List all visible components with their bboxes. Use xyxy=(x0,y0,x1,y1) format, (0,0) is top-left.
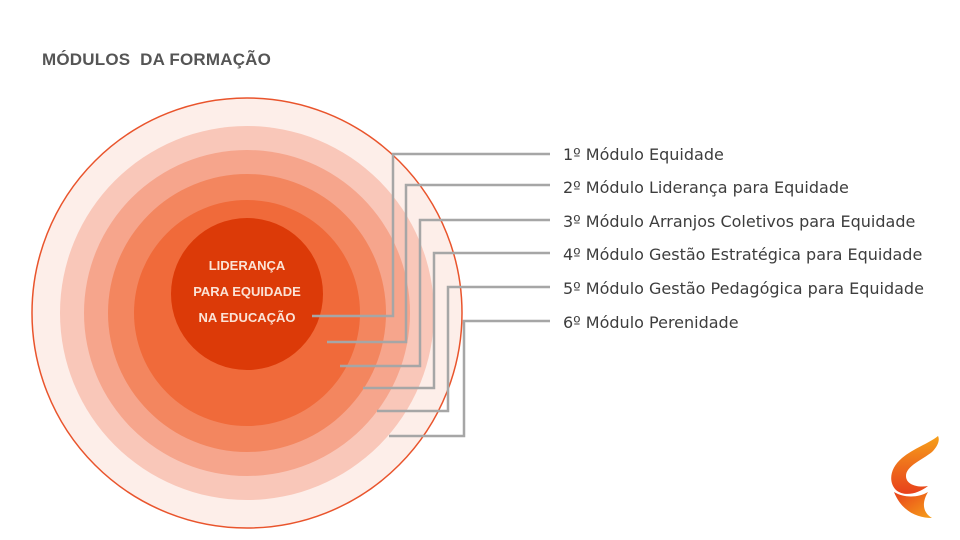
module-label-2: 2º Módulo Liderança para Equidade xyxy=(563,178,849,197)
center-label: LIDERANÇA PARA EQUIDADE NA EDUCAÇÃO xyxy=(193,258,301,325)
connector-3 xyxy=(340,218,550,368)
page-title: MÓDULOS DA FORMAÇÃO xyxy=(42,50,272,69)
center-line-3: NA EDUCAÇÃO xyxy=(198,310,295,325)
connectors xyxy=(312,152,550,438)
center-line-1: LIDERANÇA xyxy=(209,258,286,273)
ring-1-center xyxy=(171,218,323,370)
connector-4 xyxy=(363,251,550,390)
module-label-5: 5º Módulo Gestão Pedagógica para Equidad… xyxy=(563,279,924,298)
module-label-4: 4º Módulo Gestão Estratégica para Equida… xyxy=(563,245,922,264)
center-line-2: PARA EQUIDADE xyxy=(193,284,301,299)
module-labels: 1º Módulo Equidade 2º Módulo Liderança p… xyxy=(563,145,924,332)
connector-5 xyxy=(377,285,550,413)
module-label-1: 1º Módulo Equidade xyxy=(563,145,724,164)
connector-6 xyxy=(389,319,550,438)
module-label-3: 3º Módulo Arranjos Coletivos para Equida… xyxy=(563,212,915,231)
concentric-rings xyxy=(31,97,463,529)
connector-2 xyxy=(327,183,550,344)
connector-1 xyxy=(312,152,550,318)
module-label-6: 6º Módulo Perenidade xyxy=(563,313,739,332)
brand-flame-icon xyxy=(891,436,939,518)
